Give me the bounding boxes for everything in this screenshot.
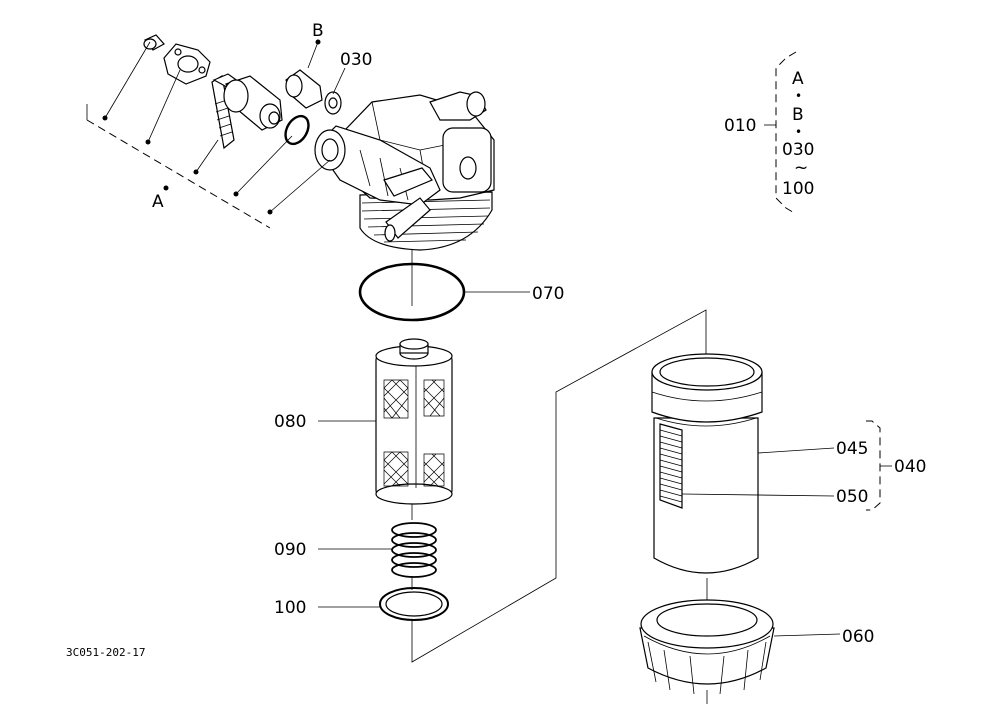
seal-ring-100 bbox=[379, 587, 449, 621]
label-b: B bbox=[312, 21, 324, 41]
label-045: 045 bbox=[836, 439, 868, 459]
small-parts bbox=[143, 34, 342, 150]
washer-030 bbox=[324, 91, 342, 115]
assembly-connector-line bbox=[411, 309, 707, 663]
group-a-bracket bbox=[86, 41, 331, 229]
cock-body-part bbox=[223, 75, 283, 131]
reference-legend-010 bbox=[764, 51, 797, 215]
o-ring-part bbox=[284, 114, 310, 146]
spring-090 bbox=[391, 522, 437, 578]
filter-head-assembly bbox=[314, 91, 495, 251]
filter-element-080 bbox=[375, 338, 453, 505]
label-040: 040 bbox=[894, 457, 926, 477]
label-080: 080 bbox=[274, 412, 306, 432]
flange-part bbox=[163, 43, 211, 85]
legend-line-030: 030 bbox=[782, 140, 814, 160]
drawing-code: 3C051-202-17 bbox=[66, 646, 145, 659]
label-sticker-050 bbox=[659, 423, 683, 509]
label-050: 050 bbox=[836, 487, 868, 507]
label-010: 010 bbox=[724, 116, 756, 136]
legend-line-b: B bbox=[792, 105, 804, 125]
legend-tilde: ~ bbox=[794, 158, 808, 178]
label-a: A bbox=[152, 192, 164, 212]
ring-nut-060 bbox=[639, 599, 775, 695]
legend-dot-2: • bbox=[795, 125, 802, 139]
legend-dot-1: • bbox=[795, 89, 802, 103]
screw-part bbox=[143, 34, 165, 51]
legend-line-100: 100 bbox=[782, 179, 814, 199]
label-060: 060 bbox=[842, 627, 874, 647]
label-100: 100 bbox=[274, 598, 306, 618]
label-090: 090 bbox=[274, 540, 306, 560]
filter-bowl-045 bbox=[651, 353, 763, 574]
label-030: 030 bbox=[340, 50, 372, 70]
legend-line-a: A bbox=[792, 69, 804, 89]
bracket-040 bbox=[866, 420, 892, 511]
label-070: 070 bbox=[532, 284, 564, 304]
adaptor-part bbox=[285, 69, 323, 109]
